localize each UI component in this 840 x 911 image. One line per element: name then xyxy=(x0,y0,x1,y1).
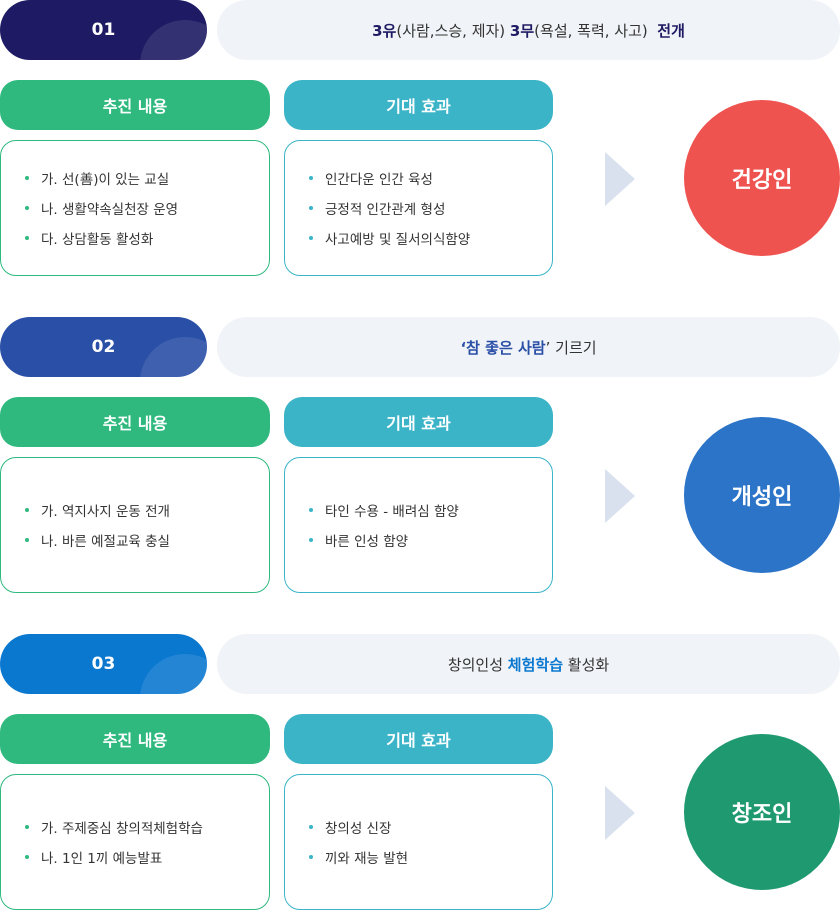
item-text: 사고예방 및 질서의식함양 xyxy=(325,232,471,248)
item-text: 가. 역지사지 운동 전개 xyxy=(41,504,170,520)
list-item: 인간다운 인간 육성 xyxy=(309,168,552,188)
list-item: 바른 인성 함양 xyxy=(309,530,552,550)
section-01: 01 3유(사람,스승, 제자) 3무(욕설, 폭력, 사고) 전개 추진 내용… xyxy=(0,0,840,277)
arrow-right-icon xyxy=(605,786,635,840)
item-text: 가. 주제중심 창의적체험학습 xyxy=(41,821,203,837)
bullet-icon xyxy=(25,825,29,829)
item-text: 인간다운 인간 육성 xyxy=(325,172,433,188)
title-emphasis: 3유 xyxy=(372,21,397,40)
bullet-icon xyxy=(25,236,29,240)
label-expected-effect: 기대 효과 xyxy=(284,397,553,447)
label-promotion: 추진 내용 xyxy=(0,397,270,447)
label-expected-effect: 기대 효과 xyxy=(284,80,553,130)
title-emphasis: 체험학습 xyxy=(507,655,563,674)
list-item: 긍정적 인간관계 형성 xyxy=(309,198,552,218)
label-expected-effect: 기대 효과 xyxy=(284,714,553,764)
title-emphasis: 3무 xyxy=(509,21,535,40)
bullet-icon xyxy=(25,176,29,180)
item-text: 긍정적 인간관계 형성 xyxy=(325,202,446,218)
item-text: 타인 수용 - 배려심 함양 xyxy=(325,504,459,520)
section-number-badge: 02 xyxy=(0,317,207,377)
label-promotion: 추진 내용 xyxy=(0,80,270,130)
result-label: 창조인 xyxy=(731,802,793,827)
result-circle: 건강인 xyxy=(684,100,840,256)
title-text: 활성화 xyxy=(563,655,610,674)
bullet-icon xyxy=(309,508,313,512)
result-circle: 창조인 xyxy=(684,734,840,890)
section-number: 01 xyxy=(91,20,116,40)
section-title: 창의인성 체험학습 활성화 xyxy=(217,634,840,694)
title-emphasis: ‘참 좋은 사람 xyxy=(460,338,546,357)
list-item: 타인 수용 - 배려심 함양 xyxy=(309,500,552,520)
bullet-icon xyxy=(25,855,29,859)
section-number-badge: 01 xyxy=(0,0,207,60)
bullet-icon xyxy=(309,538,313,542)
item-text: 창의성 신장 xyxy=(325,821,392,837)
decorative-circle xyxy=(140,654,207,694)
item-text: 끼와 재능 발현 xyxy=(325,851,409,867)
item-text: 나. 1인 1끼 예능발표 xyxy=(41,851,163,867)
title-emphasis: 전개 xyxy=(657,21,685,40)
label-promotion: 추진 내용 xyxy=(0,714,270,764)
item-text: 가. 선(善)이 있는 교실 xyxy=(41,172,170,188)
bullet-icon xyxy=(309,825,313,829)
list-item: 나. 바른 예절교육 충실 xyxy=(25,530,269,550)
list-item: 다. 상담활동 활성화 xyxy=(25,228,269,248)
list-item: 창의성 신장 xyxy=(309,817,552,837)
list-item: 가. 선(善)이 있는 교실 xyxy=(25,168,269,188)
result-label: 개성인 xyxy=(731,485,793,510)
item-text: 나. 바른 예절교육 충실 xyxy=(41,534,170,550)
bullet-icon xyxy=(309,236,313,240)
list-item: 가. 역지사지 운동 전개 xyxy=(25,500,269,520)
bullet-icon xyxy=(25,508,29,512)
decorative-circle xyxy=(140,337,207,377)
list-item: 가. 주제중심 창의적체험학습 xyxy=(25,817,269,837)
title-text: 창의인성 xyxy=(447,655,508,674)
section-title: 3유(사람,스승, 제자) 3무(욕설, 폭력, 사고) 전개 xyxy=(217,0,840,60)
list-item: 나. 생활약속실천장 운영 xyxy=(25,198,269,218)
bullet-icon xyxy=(309,206,313,210)
result-label: 건강인 xyxy=(731,168,793,193)
item-text: 다. 상담활동 활성화 xyxy=(41,232,154,248)
section-03: 03 창의인성 체험학습 활성화 추진 내용 기대 효과 가. 주제중심 창의적… xyxy=(0,634,840,911)
arrow-right-icon xyxy=(605,469,635,523)
section-number: 02 xyxy=(91,337,116,357)
section-number-badge: 03 xyxy=(0,634,207,694)
bullet-icon xyxy=(309,855,313,859)
title-text: (사람,스승, 제자) xyxy=(396,21,510,40)
list-item: 나. 1인 1끼 예능발표 xyxy=(25,847,269,867)
decorative-circle xyxy=(140,20,207,60)
bullet-icon xyxy=(25,206,29,210)
title-text: ’ 기르기 xyxy=(545,338,597,357)
section-number: 03 xyxy=(91,654,116,674)
arrow-right-icon xyxy=(605,152,635,206)
item-text: 바른 인성 함양 xyxy=(325,534,409,550)
list-item: 사고예방 및 질서의식함양 xyxy=(309,228,552,248)
title-text: (욕설, 폭력, 사고) xyxy=(534,21,658,40)
section-title: ‘참 좋은 사람’ 기르기 xyxy=(217,317,840,377)
bullet-icon xyxy=(25,538,29,542)
section-02: 02 ‘참 좋은 사람’ 기르기 추진 내용 기대 효과 가. 역지사지 운동 … xyxy=(0,317,840,594)
result-circle: 개성인 xyxy=(684,417,840,573)
item-text: 나. 생활약속실천장 운영 xyxy=(41,202,179,218)
bullet-icon xyxy=(309,176,313,180)
list-item: 끼와 재능 발현 xyxy=(309,847,552,867)
